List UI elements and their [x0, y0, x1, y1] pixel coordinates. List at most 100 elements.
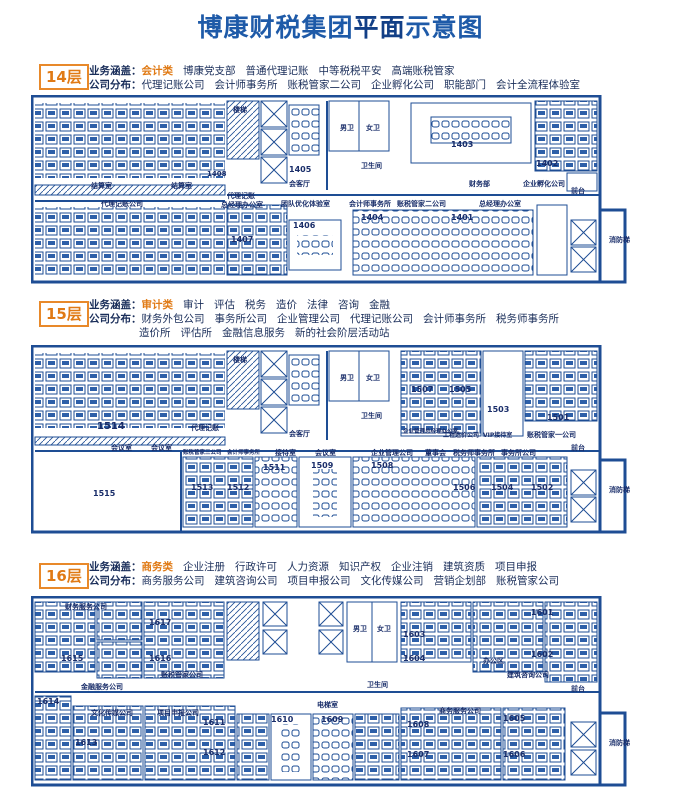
room-label: 楼梯: [233, 356, 247, 364]
floor-14-plan: 结算室 结算室 1408 代理记账公司 楼梯 1405 会客厅 代理记账 总经理…: [31, 95, 630, 285]
room-label: 消防梯: [609, 236, 630, 244]
room-label: 企业管理公司: [371, 449, 413, 457]
room-label: 女卫: [366, 124, 380, 132]
room-label: 工程造价公司: [443, 432, 480, 439]
room-number: 1610: [271, 715, 294, 724]
room-label: 企业孵化公司: [523, 180, 565, 188]
room-label: 电梯室: [317, 701, 338, 709]
room-number: 1404: [361, 213, 384, 222]
room-number: 1611: [203, 718, 226, 727]
room-label: 前台: [571, 444, 585, 452]
room-number: 1617: [149, 618, 172, 627]
room-label: 项目申报公司: [157, 709, 199, 717]
room-label: 金融服务公司: [81, 683, 123, 691]
floor-14-info: 业务涵盖：会计类博康党支部普通代理记账中等税税平安高端账税管家 公司分布：代理记…: [89, 65, 580, 91]
room-label: 卫生间: [367, 681, 388, 689]
room-number: 1403: [451, 140, 474, 149]
room-label: 建筑咨询公司: [507, 671, 549, 679]
room-number: 1504: [491, 483, 514, 492]
room-number: 1604: [403, 654, 426, 663]
room-label: 女卫: [366, 374, 380, 382]
room-label: 代理记账公司: [101, 200, 143, 208]
room-label: 卫生间: [361, 412, 382, 420]
room-label: 财务服务公司: [65, 603, 107, 611]
room-number: 1513: [191, 483, 214, 492]
floor-16-info: 业务涵盖：商务类企业注册行政许可人力资源知识产权企业注销建筑资质项目申报 公司分…: [89, 561, 559, 587]
room-label: 会客厅: [289, 430, 310, 438]
room-label: 1408: [207, 170, 227, 178]
floor-15-info: 业务涵盖：审计类审计评估税务造价法律咨询金融 公司分布：财务外包公司事务所公司企…: [89, 299, 559, 339]
floor-badge-15: 15层: [39, 301, 89, 327]
room-number: 1608: [407, 720, 430, 729]
room-number: 1505: [449, 385, 472, 394]
room-label: 楼梯: [233, 106, 247, 114]
room-label: 商务服务公司: [439, 707, 481, 715]
room-label: 会议室: [151, 444, 172, 452]
room-label: 结算室: [171, 182, 192, 190]
room-label: 会客厅: [289, 180, 310, 188]
room-label: 会议室: [111, 444, 132, 452]
room-label: 男卫: [340, 124, 354, 132]
room-label: 女卫: [377, 625, 391, 633]
room-label: 账税管家公司: [161, 671, 203, 679]
room-label: 税务师事务所: [453, 449, 495, 457]
room-number: 1511: [263, 463, 286, 472]
room-number: 1603: [403, 630, 426, 639]
room-label: 消防梯: [609, 739, 630, 747]
floor-16-plan: 财务服务公司 1617 1616 1615 账税管家公司 金融服务公司 1614…: [31, 596, 630, 788]
room-label: 结算室: [91, 182, 112, 190]
page-title: 博康财税集团平面示意图: [197, 13, 484, 42]
room-label: 前台: [571, 187, 585, 195]
room-number: 1405: [289, 165, 312, 174]
room-label: 消防梯: [609, 486, 630, 494]
room-number: 1401: [451, 213, 474, 222]
room-label: 办公区: [483, 657, 504, 665]
room-number: 1605: [503, 714, 526, 723]
room-number: 1507: [411, 385, 434, 394]
room-label: 会议室: [315, 449, 336, 457]
room-label: 会计师事务所: [349, 200, 391, 208]
room-number: 1512: [227, 483, 250, 492]
room-number: 1613: [75, 738, 98, 747]
room-number: 1616: [149, 654, 172, 663]
room-number: 1606: [503, 750, 526, 759]
room-number: 1615: [61, 654, 84, 663]
room-number: 1501: [547, 413, 570, 422]
room-number: 1602: [531, 650, 554, 659]
room-label: 董事会: [425, 449, 446, 457]
floor-15-plan: 1514 代理记账 楼梯 会客厅 男卫 女卫 卫生间 1507 1505 150…: [31, 345, 630, 535]
room-label: 账税管家三公司: [183, 450, 222, 456]
room-label: 账税管家二公司: [397, 200, 446, 208]
room-label: 接待室: [275, 449, 296, 457]
room-label: 会计师事务所: [227, 450, 261, 456]
room-number: 1515: [93, 489, 116, 498]
room-label: 文化传媒公司: [91, 709, 133, 717]
room-number: 1406: [293, 221, 316, 230]
room-number: 1614: [37, 697, 60, 706]
room-label: 男卫: [353, 625, 367, 633]
room-label: 总经理办公室: [479, 200, 521, 208]
room-number: 1609: [321, 715, 344, 724]
room-label: 账税管家一公司: [527, 431, 576, 439]
room-number: 1607: [407, 750, 430, 759]
room-number: 1601: [531, 608, 554, 617]
room-number: 1509: [311, 461, 334, 470]
room-label: VIP接待室: [483, 432, 513, 439]
floor-badge-16: 16层: [39, 563, 89, 589]
room-number: 1506: [453, 483, 476, 492]
room-label: 总经理办公室: [221, 201, 263, 209]
room-label: 前台: [571, 685, 585, 693]
room-number: 1407: [231, 235, 254, 244]
room-number: 1508: [371, 461, 394, 470]
room-number: 1402: [536, 159, 559, 168]
room-label: 事务所公司: [501, 449, 536, 457]
room-number: 1502: [531, 483, 554, 492]
room-label: 男卫: [340, 374, 354, 382]
room-label: 卫生间: [361, 162, 382, 170]
room-number: 1514: [97, 421, 125, 432]
floor-badge-14: 14层: [39, 64, 89, 90]
room-label: 企业管理总经理办公室: [403, 429, 459, 435]
room-label: 财务部: [469, 180, 490, 188]
room-label: 团队优化体验室: [281, 200, 330, 208]
room-label: 代理记账: [191, 424, 219, 432]
